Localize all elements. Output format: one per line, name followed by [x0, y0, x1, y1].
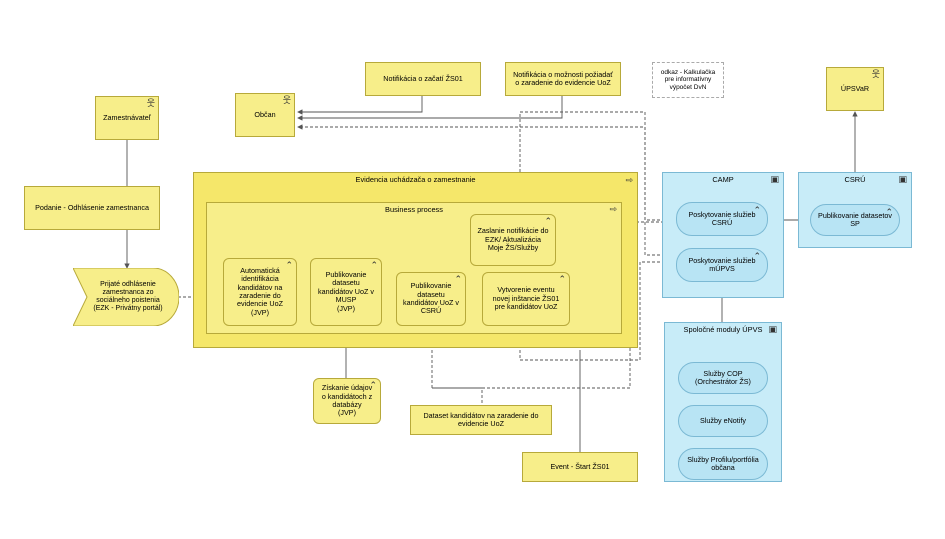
vytvorenie-step: Vytvorenie eventu novej inštancie ŽS01 p…	[482, 272, 570, 326]
component-icon: ▣	[898, 174, 907, 184]
edge-notif-zacati-obcan	[297, 96, 423, 115]
edge-camp-loop	[519, 111, 660, 270]
notif-zacati-label: Notifikácia o začatí ŽS01	[383, 73, 463, 83]
dataset-label: Dataset kandidátov na zaradenie do evide…	[423, 410, 539, 428]
event-start-label: Event - Štart ŽS01	[550, 461, 610, 471]
camp-title: CAMP	[712, 175, 734, 184]
service-icon: ⌃	[753, 251, 761, 261]
podanie-label: Podanie - Odhlásenie zamestnanca	[35, 202, 149, 212]
edge-notif-moznosti-obcan	[297, 96, 563, 121]
service-icon: ⌃	[753, 205, 761, 215]
publik-sp-label: Publikovanie datasetov SP	[818, 210, 892, 228]
zamestnavatel-box: Zamestnávateľ 웃	[95, 96, 159, 140]
cop-label: Služby COP (Orchestrátor ŽS)	[695, 368, 751, 386]
auto-ident-step: Automatická identifikácia kandidátov na …	[223, 258, 297, 326]
zaslanie-step: Zaslanie notifikácie do EZK/ Aktualizáci…	[470, 214, 556, 266]
posk-csru-service: Poskytovanie služieb CSRÚ ⌃	[676, 202, 768, 236]
actor-icon: 웃	[871, 69, 880, 79]
profil-label: Služby Profilu/portfólia občana	[687, 454, 759, 472]
notif-moznosti-box: Notifikácia o možnosti požiadať o zarade…	[505, 62, 621, 96]
vytvorenie-label: Vytvorenie eventu novej inštancie ŽS01 p…	[492, 285, 560, 312]
enotify-service: Služby eNotify	[678, 405, 768, 437]
dataset-box: Dataset kandidátov na zaradenie do evide…	[410, 405, 552, 435]
actor-icon: 웃	[146, 98, 155, 108]
obcan-label: Občan	[254, 109, 276, 119]
zaslanie-label: Zaslanie notifikácie do EZK/ Aktualizáci…	[477, 226, 549, 253]
evidencia-title: Evidencia uchádzača o zamestnanie	[355, 175, 476, 184]
odkaz-note: odkaz - Kalkulačka pre informatívny výpo…	[652, 62, 724, 98]
posk-mupvs-label: Poskytovanie služieb mÚPVS	[688, 255, 756, 273]
csru-title: CSRÚ	[844, 175, 866, 184]
odkaz-label: odkaz - Kalkulačka pre informatívny výpo…	[660, 68, 716, 91]
prijate-event: Prijaté odhlásenie zamestnanca zo sociál…	[73, 268, 179, 326]
event-start-box: Event - Štart ŽS01	[522, 452, 638, 482]
process-icon: ⇨	[609, 204, 617, 214]
publik-csru-label: Publikovanie datasetu kandidátov UoZ v C…	[403, 281, 459, 316]
actor-icon: 웃	[282, 95, 291, 105]
process-icon: ⌃	[369, 380, 377, 390]
posk-mupvs-service: Poskytovanie služieb mÚPVS ⌃	[676, 248, 768, 282]
publik-musp-label: Publikovanie datasetu kandidátov UoZ v M…	[318, 269, 374, 313]
podanie-box: Podanie - Odhlásenie zamestnanca	[24, 186, 160, 230]
component-icon: ▣	[770, 174, 779, 184]
cop-service: Služby COP (Orchestrátor ŽS)	[678, 362, 768, 394]
profil-service: Služby Profilu/portfólia občana	[678, 448, 768, 480]
posk-csru-label: Poskytovanie služieb CSRÚ	[688, 209, 756, 227]
process-icon: ⌃	[454, 274, 462, 284]
process-icon: ⌃	[285, 260, 293, 270]
prijate-label: Prijaté odhlásenie zamestnanca zo sociál…	[93, 281, 163, 312]
zamestnavatel-label: Zamestnávateľ	[103, 112, 151, 122]
enotify-label: Služby eNotify	[700, 415, 746, 425]
process-icon: ⌃	[544, 216, 552, 226]
process-icon: ⌃	[558, 274, 566, 284]
upsvar-label: ÚPSVaR	[840, 83, 870, 93]
component-icon: ▣	[768, 324, 777, 334]
edge-mupvs-obcan	[297, 124, 660, 256]
ziskanie-step: Získanie údajov o kandidátoch z databázy…	[313, 378, 381, 424]
publik-csru-step: Publikovanie datasetu kandidátov UoZ v C…	[396, 272, 466, 326]
process-icon: ⌃	[370, 260, 378, 270]
notif-moznosti-label: Notifikácia o možnosti požiadať o zarade…	[513, 69, 613, 87]
obcan-box: Občan 웃	[235, 93, 295, 137]
process-icon: ⇨	[625, 175, 633, 185]
upsvar-box: ÚPSVaR 웃	[826, 67, 884, 111]
publik-sp-service: Publikovanie datasetov SP ⌃	[810, 204, 900, 236]
business-process-title: Business process	[385, 205, 443, 214]
ziskanie-label: Získanie údajov o kandidátoch z databázy…	[321, 383, 373, 418]
spolocne-title: Spoločné moduly ÚPVS	[683, 325, 763, 334]
event-shape	[73, 268, 179, 326]
notif-zacati-box: Notifikácia o začatí ŽS01	[365, 62, 481, 96]
service-icon: ⌃	[885, 207, 893, 217]
publik-musp-step: Publikovanie datasetu kandidátov UoZ v M…	[310, 258, 382, 326]
auto-ident-label: Automatická identifikácia kandidátov na …	[237, 265, 283, 317]
